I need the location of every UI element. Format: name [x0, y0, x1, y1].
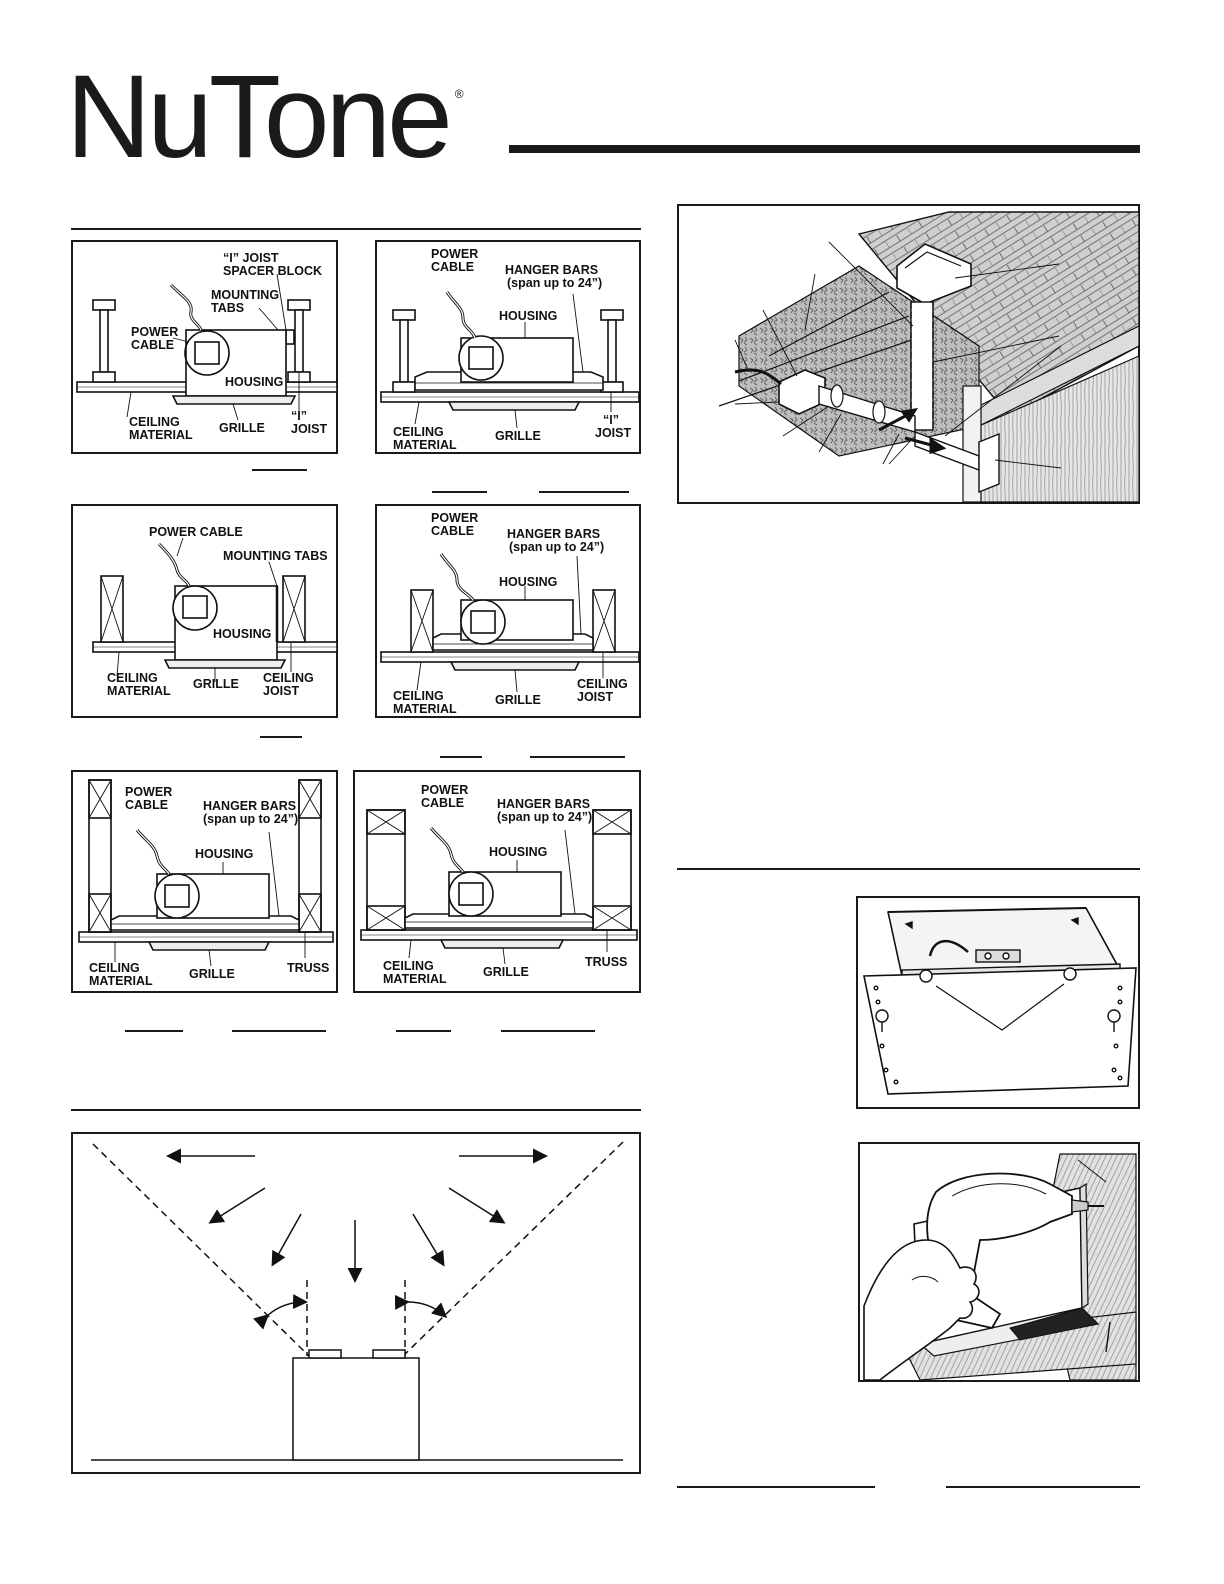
label-power: POWER: [431, 511, 478, 525]
label-i-quote: “I”: [603, 413, 619, 427]
label-power: POWER: [125, 785, 172, 799]
section-rule-right-foot-a: [677, 1486, 875, 1488]
label-span: (span up to 24”): [507, 276, 602, 290]
figure-i-joist-hanger-drawing: POWER CABLE HANGER BARS (span up to 24”)…: [380, 247, 640, 452]
label-joist: JOIST: [291, 422, 327, 436]
section-rule-right-foot-b: [946, 1486, 1140, 1488]
label-housing: HOUSING: [225, 375, 283, 389]
figure-housing-tabs-drawing: [863, 907, 1137, 1095]
figure-ceiling-joist-hanger-drawing: POWER CABLE HANGER BARS (span up to 24”)…: [380, 511, 640, 716]
figure-truss-hanger-bars-a: POWER CABLE HANGER BARS (span up to 24”)…: [71, 770, 338, 993]
figure-caption-line: [125, 1030, 183, 1032]
label-material: MATERIAL: [383, 972, 447, 986]
label-i-quote: “I”: [291, 409, 307, 423]
label-i-joist-spacer-line1: “I” JOIST: [223, 251, 279, 265]
figure-truss-b-drawing: POWER CABLE HANGER BARS (span up to 24”)…: [360, 783, 638, 986]
figure-caption-line: [232, 1030, 326, 1032]
figure-caption-line: [396, 1030, 451, 1032]
label-truss: TRUSS: [585, 955, 627, 969]
label-material: MATERIAL: [393, 438, 457, 452]
label-cable: CABLE: [431, 260, 474, 274]
label-power: POWER: [131, 325, 178, 339]
label-ceiling: CEILING: [393, 425, 444, 439]
label-grille: GRILLE: [483, 965, 529, 979]
label-mounting-tabs-line2: TABS: [211, 301, 244, 315]
figure-drill-installation: [858, 1142, 1140, 1382]
figure-ceiling-joist-tabs-drawing: POWER CABLE MOUNTING TABS HOUSING CEILIN…: [92, 525, 338, 698]
registered-mark: ®: [454, 87, 464, 101]
figure-caption-line: [530, 756, 625, 758]
figure-caption-line: [501, 1030, 595, 1032]
header-rule: [509, 145, 1140, 153]
label-span: (span up to 24”): [203, 812, 298, 826]
label-power: POWER: [431, 247, 478, 261]
label-housing: HOUSING: [195, 847, 253, 861]
label-housing: HOUSING: [499, 309, 557, 323]
figure-truss-hanger-bars-b: POWER CABLE HANGER BARS (span up to 24”)…: [353, 770, 641, 993]
label-housing: HOUSING: [489, 845, 547, 859]
label-ceiling-joist-1: CEILING: [263, 671, 314, 685]
label-ceiling: CEILING: [89, 961, 140, 975]
label-i-joist-spacer-line2: SPACER BLOCK: [223, 264, 322, 278]
brand-name: NuTone: [66, 51, 453, 183]
label-ceiling: CEILING: [107, 671, 158, 685]
label-hanger-bars: HANGER BARS: [505, 263, 598, 277]
label-ceiling-joist-2: JOIST: [577, 690, 613, 704]
label-span: (span up to 24”): [509, 540, 604, 554]
label-ceiling: CEILING: [393, 689, 444, 703]
label-grille: GRILLE: [189, 967, 235, 981]
label-hanger-bars: HANGER BARS: [203, 799, 296, 813]
label-truss: TRUSS: [287, 961, 329, 975]
label-material: MATERIAL: [107, 684, 171, 698]
figure-drill-drawing: [863, 1153, 1137, 1381]
figure-truss-a-drawing: POWER CABLE HANGER BARS (span up to 24”)…: [78, 779, 334, 988]
label-ceiling: CEILING: [383, 959, 434, 973]
label-grille: GRILLE: [219, 421, 265, 435]
label-cable: CABLE: [131, 338, 174, 352]
label-hanger-bars: HANGER BARS: [507, 527, 600, 541]
figure-i-joist-hanger-bars: POWER CABLE HANGER BARS (span up to 24”)…: [375, 240, 641, 454]
figure-ceiling-joist-hanger-bars: POWER CABLE HANGER BARS (span up to 24”)…: [375, 504, 641, 718]
label-mounting-tabs-line1: MOUNTING: [211, 288, 279, 302]
figure-caption-line: [539, 491, 629, 493]
figure-housing-tabs: [856, 896, 1140, 1109]
section-rule-left-top: [71, 228, 641, 230]
figure-airflow-angles: [71, 1132, 641, 1474]
section-rule-left-bottom: [71, 1109, 641, 1111]
label-grille: GRILLE: [495, 693, 541, 707]
label-hanger-bars: HANGER BARS: [497, 797, 590, 811]
label-ceiling-joist-2: JOIST: [263, 684, 299, 698]
figure-i-joist-tabs-drawing: “I” JOIST SPACER BLOCK MOUNTING TABS POW…: [76, 251, 338, 442]
figure-ducting-drawing: [718, 211, 1140, 503]
label-cable: CABLE: [421, 796, 464, 810]
label-ceiling-joist-1: CEILING: [577, 677, 628, 691]
label-ceiling: CEILING: [129, 415, 180, 429]
label-housing: HOUSING: [213, 627, 271, 641]
label-housing: HOUSING: [499, 575, 557, 589]
label-material: MATERIAL: [393, 702, 457, 716]
label-grille: GRILLE: [193, 677, 239, 691]
label-material: MATERIAL: [129, 428, 193, 442]
section-rule-right-mid: [677, 868, 1140, 870]
figure-caption-line: [260, 736, 302, 738]
label-cable: CABLE: [431, 524, 474, 538]
label-span: (span up to 24”): [497, 810, 592, 824]
figure-caption-line: [252, 469, 307, 471]
figure-caption-line: [440, 756, 482, 758]
label-grille: GRILLE: [495, 429, 541, 443]
figure-caption-line: [432, 491, 487, 493]
figure-ducting-attic: [677, 204, 1140, 504]
label-power-cable: POWER CABLE: [149, 525, 243, 539]
figure-ceiling-joist-mounting-tabs: POWER CABLE MOUNTING TABS HOUSING CEILIN…: [71, 504, 338, 718]
label-power: POWER: [421, 783, 468, 797]
label-cable: CABLE: [125, 798, 168, 812]
figure-airflow-drawing: [91, 1141, 624, 1461]
label-joist: JOIST: [595, 426, 631, 440]
label-material: MATERIAL: [89, 974, 153, 988]
figure-i-joist-mounting-tabs: “I” JOIST SPACER BLOCK MOUNTING TABS POW…: [71, 240, 338, 454]
brand-logo: NuTone®: [66, 58, 464, 176]
label-mounting-tabs: MOUNTING TABS: [223, 549, 328, 563]
